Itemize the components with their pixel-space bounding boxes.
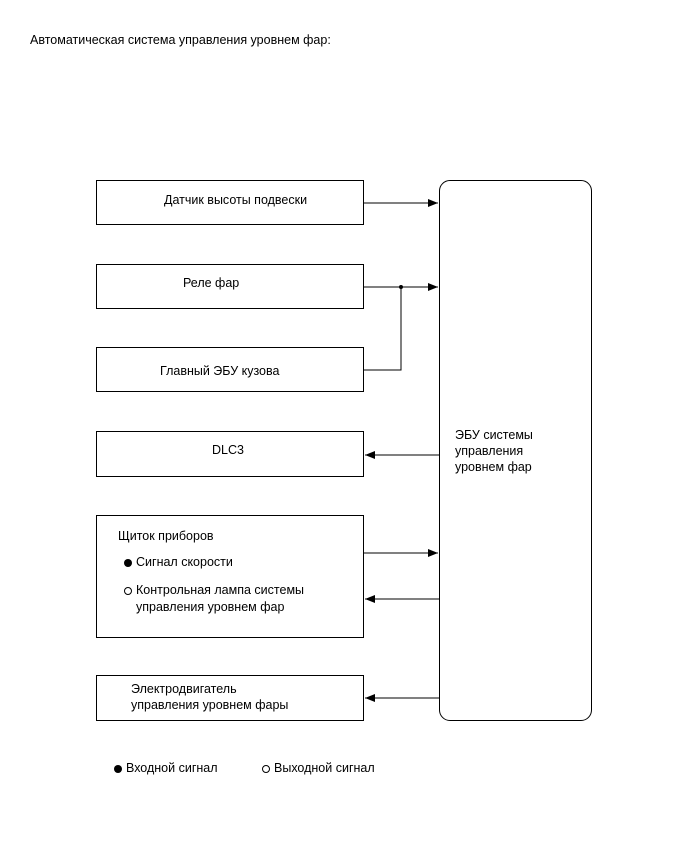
leveling-motor-block (96, 675, 364, 721)
leveling-ecu-block (439, 180, 592, 721)
legend-output-label: Выходной сигнал (274, 761, 375, 775)
speed-signal-label: Сигнал скорости (136, 555, 233, 569)
height-sensor-label: Датчик высоты подвески (164, 193, 308, 207)
body-ecu-junction-wire (364, 287, 402, 371)
legend-input-marker (114, 764, 122, 773)
dlc3-block (96, 431, 364, 477)
leveling-motor-label-line2: управления уровнем фары (131, 698, 289, 712)
leveling-ecu-label-line1: ЭБУ системы (455, 428, 533, 442)
warning-lamp-label-line1: Контрольная лампа системы (136, 583, 305, 597)
diagram-title: Автоматическая система управления уровне… (30, 33, 331, 47)
junction-dot (399, 285, 403, 289)
warning-lamp-label-line2: управления уровнем фар (136, 600, 285, 614)
warning-lamp-row: Контрольная лампа системы (124, 582, 304, 598)
combination-meter-title: Щиток приборов (118, 529, 214, 543)
speed-signal-row: Сигнал скорости (124, 554, 233, 570)
headlight-relay-block (96, 264, 364, 309)
body-ecu-block (96, 347, 364, 392)
input-signal-marker (124, 558, 132, 567)
headlight-relay-label: Реле фар (183, 276, 240, 290)
leveling-ecu-label-line3: уровнем фар (455, 460, 532, 474)
legend-input-label: Входной сигнал (126, 761, 218, 775)
legend-output-marker (262, 764, 270, 773)
legend-input: Входной сигнал (114, 760, 218, 776)
leveling-ecu-label-line2: управления (455, 444, 524, 458)
leveling-motor-label-line1: Электродвигатель (131, 682, 237, 696)
height-sensor-block (96, 180, 364, 225)
body-ecu-label: Главный ЭБУ кузова (160, 364, 280, 378)
legend-output: Выходной сигнал (262, 760, 375, 776)
combination-meter-block (96, 515, 364, 638)
dlc3-label: DLC3 (212, 443, 244, 457)
output-signal-marker (124, 586, 132, 595)
